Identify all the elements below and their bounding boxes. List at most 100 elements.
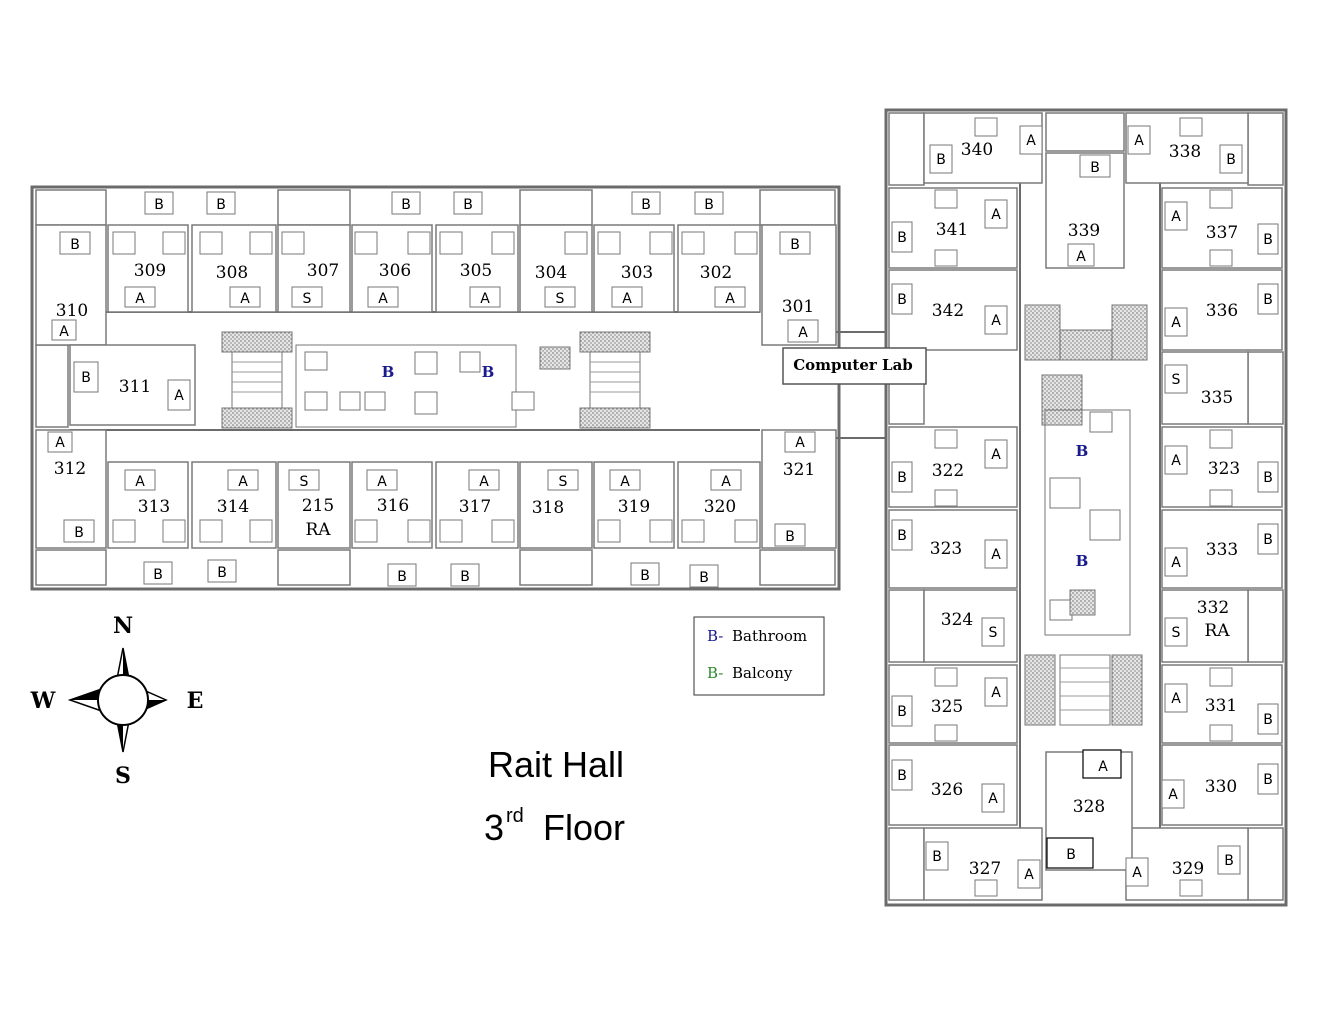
balcony-mark: B [1263, 712, 1273, 728]
compass-rose: N S E W [30, 613, 204, 789]
balcony-mark: B [1224, 853, 1234, 869]
balcony-mark: B [897, 528, 907, 544]
room-label: 338 [1169, 142, 1201, 162]
room-label: 323 [930, 539, 962, 559]
building-name: Rait Hall [488, 744, 624, 785]
balcony-mark: B [936, 152, 946, 168]
room-label: 314 [217, 497, 249, 517]
a-mark: A [622, 291, 632, 307]
room-329[interactable] [1125, 827, 1249, 901]
compass-south: S [115, 763, 131, 789]
a-mark: A [135, 291, 145, 307]
a-mark: A [377, 474, 387, 490]
balcony-mark: B [153, 567, 163, 583]
room-label: 310 [56, 301, 88, 321]
legend-bathroom-key: B- [707, 627, 723, 645]
balcony-mark: B [897, 230, 907, 246]
a-mark: A [174, 388, 184, 404]
a-mark: A [59, 324, 69, 340]
room-label: 336 [1206, 301, 1238, 321]
room-label: 318 [532, 498, 564, 518]
balcony-mark: B [790, 237, 800, 253]
a-mark: A [1132, 865, 1142, 881]
legend-bathroom-label: Bathroom [732, 627, 807, 645]
balcony-mark: B [897, 704, 907, 720]
a-mark: A [1171, 691, 1181, 707]
a-mark: A [988, 791, 998, 807]
room-label: 321 [783, 460, 815, 480]
a-mark: A [991, 313, 1001, 329]
a-mark: A [721, 474, 731, 490]
room-label: 327 [969, 859, 1001, 879]
balcony-mark: B [70, 237, 80, 253]
a-mark: A [1026, 133, 1036, 149]
a-mark: A [1134, 133, 1144, 149]
room-label: 326 [931, 780, 963, 800]
s-mark: S [1172, 625, 1181, 641]
balcony-mark: B [1226, 152, 1236, 168]
balcony-mark: B [785, 529, 795, 545]
s-mark: S [303, 291, 312, 307]
room-label: 301 [782, 297, 814, 317]
balcony-mark: B [932, 849, 942, 865]
a-mark: A [1024, 867, 1034, 883]
room-label: 309 [134, 261, 166, 281]
balcony-mark: B [216, 197, 226, 213]
bathroom-mark: B [382, 363, 395, 381]
computer-lab[interactable]: Computer Lab [782, 347, 927, 385]
room-label: 304 [535, 263, 567, 283]
s-mark: S [989, 625, 998, 641]
balcony-mark: B [217, 565, 227, 581]
room-label: 320 [704, 497, 736, 517]
bathroom-mark: B [482, 363, 495, 381]
room-label: 308 [216, 263, 248, 283]
room-label: 335 [1201, 388, 1233, 408]
legend: B- Bathroom B- Balcony [693, 616, 825, 696]
room-label: 316 [377, 496, 409, 516]
room-label: 342 [932, 301, 964, 321]
floor-ordinal-suffix: rd [506, 805, 524, 827]
compass-east: E [187, 688, 204, 714]
compass-north: N [113, 613, 133, 639]
a-mark: A [991, 685, 1001, 701]
s-mark: S [559, 474, 568, 490]
a-mark: A [795, 435, 805, 451]
floor-word: Floor [543, 807, 625, 848]
floor-number: 3 [484, 807, 504, 848]
room-label: 312 [54, 459, 86, 479]
a-mark: A [725, 291, 735, 307]
balcony-mark: B [74, 525, 84, 541]
room-label: 333 [1206, 540, 1238, 560]
room-label: 215 [302, 496, 334, 516]
a-mark: A [1076, 249, 1086, 265]
room-label: 337 [1206, 223, 1238, 243]
balcony-mark: B [460, 569, 470, 585]
room-ra-label: RA [1204, 621, 1230, 641]
a-mark: A [55, 435, 65, 451]
east-core [1024, 304, 1148, 869]
a-mark: A [135, 474, 145, 490]
balcony-mark: B [1263, 772, 1273, 788]
room-label: 323 [1208, 459, 1240, 479]
room-label: 303 [621, 263, 653, 283]
compass-west: W [30, 688, 56, 714]
a-mark: A [1171, 315, 1181, 331]
a-mark: A [991, 547, 1001, 563]
a-mark: A [480, 291, 490, 307]
room-label: 341 [936, 220, 968, 240]
room-label: 306 [379, 261, 411, 281]
balcony-mark: B [1090, 160, 1100, 176]
s-mark: S [556, 291, 565, 307]
balcony-mark: B [81, 370, 91, 386]
balcony-mark: B [704, 197, 714, 213]
furniture-marks: B B B B B B B B A A S A A S A A A A B A … [47, 125, 1279, 889]
room-label: 329 [1172, 859, 1204, 879]
room-label: 322 [932, 461, 964, 481]
balcony-mark: B [897, 292, 907, 308]
legend-balcony-key: B- [707, 664, 723, 682]
balcony-mark: B [401, 197, 411, 213]
balcony-mark: B [1263, 470, 1273, 486]
room-label: 307 [307, 261, 339, 281]
bathroom-mark: B [1076, 442, 1089, 460]
